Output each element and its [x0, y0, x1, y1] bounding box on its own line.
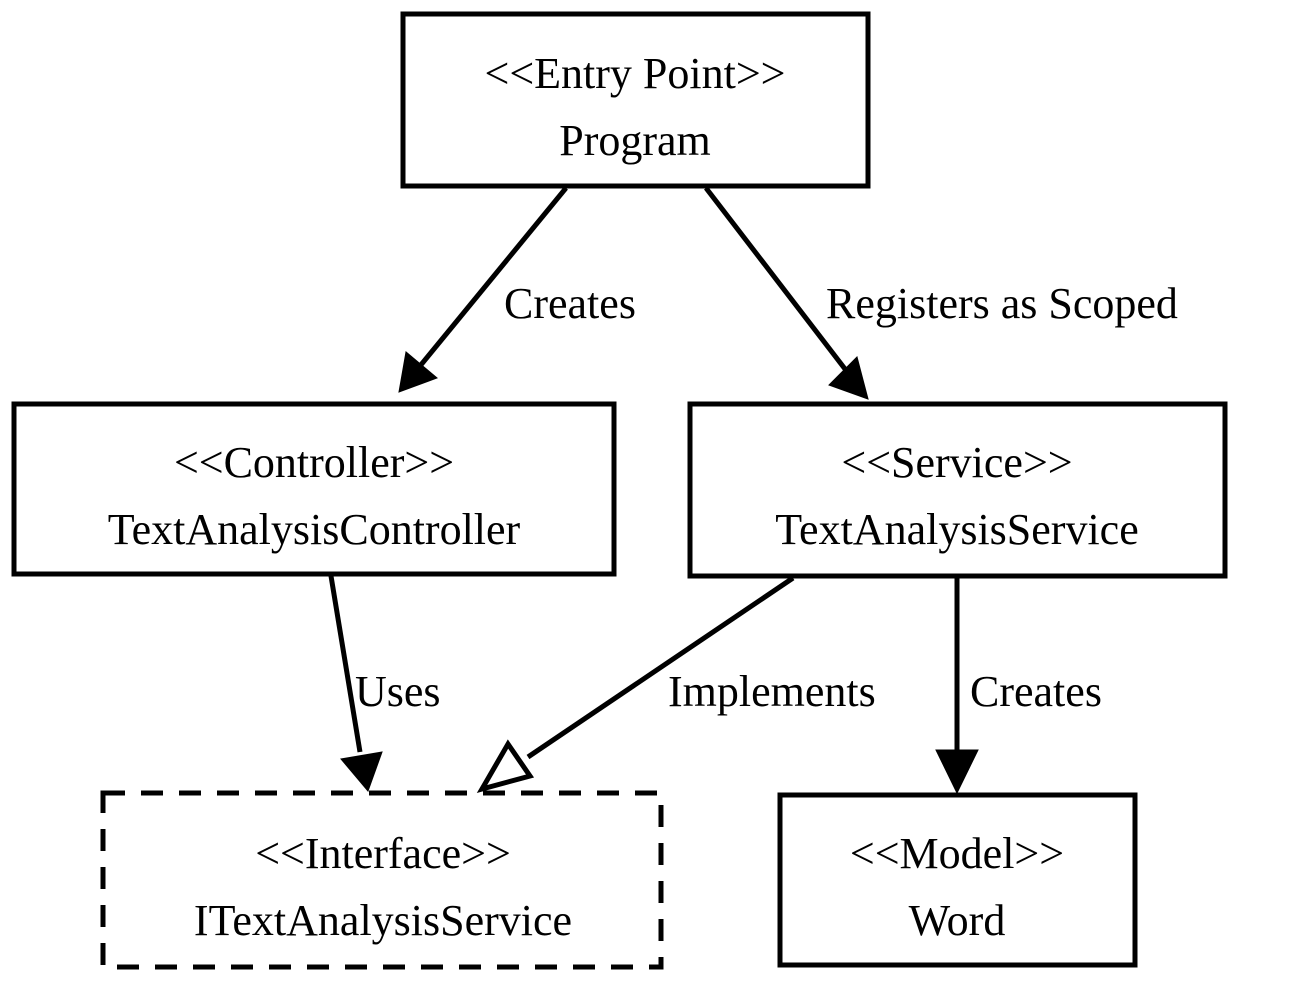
node-program-name: Program — [559, 116, 711, 165]
node-interface[interactable]: <<Interface>> ITextAnalysisService — [100, 790, 664, 970]
edge-label-implements: Implements — [668, 667, 876, 716]
node-service-box[interactable] — [687, 401, 1228, 579]
node-model[interactable]: <<Model>> Word — [777, 792, 1138, 968]
node-controller-name: TextAnalysisController — [108, 505, 521, 554]
node-interface-name: ITextAnalysisService — [194, 896, 572, 945]
arrowhead-filled-uses — [340, 751, 383, 792]
node-controller-stereotype: <<Controller>> — [174, 438, 454, 487]
node-model-box[interactable] — [777, 792, 1138, 968]
node-service-name: TextAnalysisService — [775, 505, 1139, 554]
node-program-box[interactable] — [400, 11, 871, 189]
edge-line-implements — [526, 575, 795, 760]
edge-label-uses: Uses — [355, 667, 441, 716]
node-program-stereotype: <<Entry Point>> — [485, 49, 786, 98]
edge-label-creates-controller: Creates — [504, 279, 636, 328]
arrowhead-filled-creates-controller — [398, 351, 438, 393]
edge-service-to-model: Creates — [935, 578, 1102, 795]
edge-line-registers-as-scoped — [704, 186, 857, 384]
node-model-name: Word — [909, 896, 1006, 945]
edge-label-creates-model: Creates — [970, 667, 1102, 716]
edge-program-to-service: Registers as Scoped — [704, 186, 1178, 400]
node-controller[interactable]: <<Controller>> TextAnalysisController — [11, 401, 617, 577]
node-program[interactable]: <<Entry Point>> Program — [400, 11, 871, 189]
arrowhead-filled-creates-model — [935, 749, 979, 795]
edge-line-uses — [328, 575, 363, 753]
edge-line-creates-controller — [409, 186, 568, 379]
edge-program-to-controller: Creates — [398, 186, 636, 393]
node-service-stereotype: <<Service>> — [841, 438, 1072, 487]
node-controller-box[interactable] — [11, 401, 617, 577]
node-model-stereotype: <<Model>> — [850, 829, 1064, 878]
edge-controller-to-interface: Uses — [328, 575, 441, 792]
node-interface-stereotype: <<Interface>> — [255, 829, 511, 878]
arrowhead-hollow-implements — [476, 739, 535, 793]
node-service[interactable]: <<Service>> TextAnalysisService — [687, 401, 1228, 579]
edge-label-registers-as-scoped: Registers as Scoped — [826, 279, 1178, 328]
arrowhead-filled-registers-as-scoped — [828, 356, 869, 400]
edge-service-to-interface: Implements — [476, 575, 876, 793]
node-interface-box[interactable] — [100, 790, 664, 970]
